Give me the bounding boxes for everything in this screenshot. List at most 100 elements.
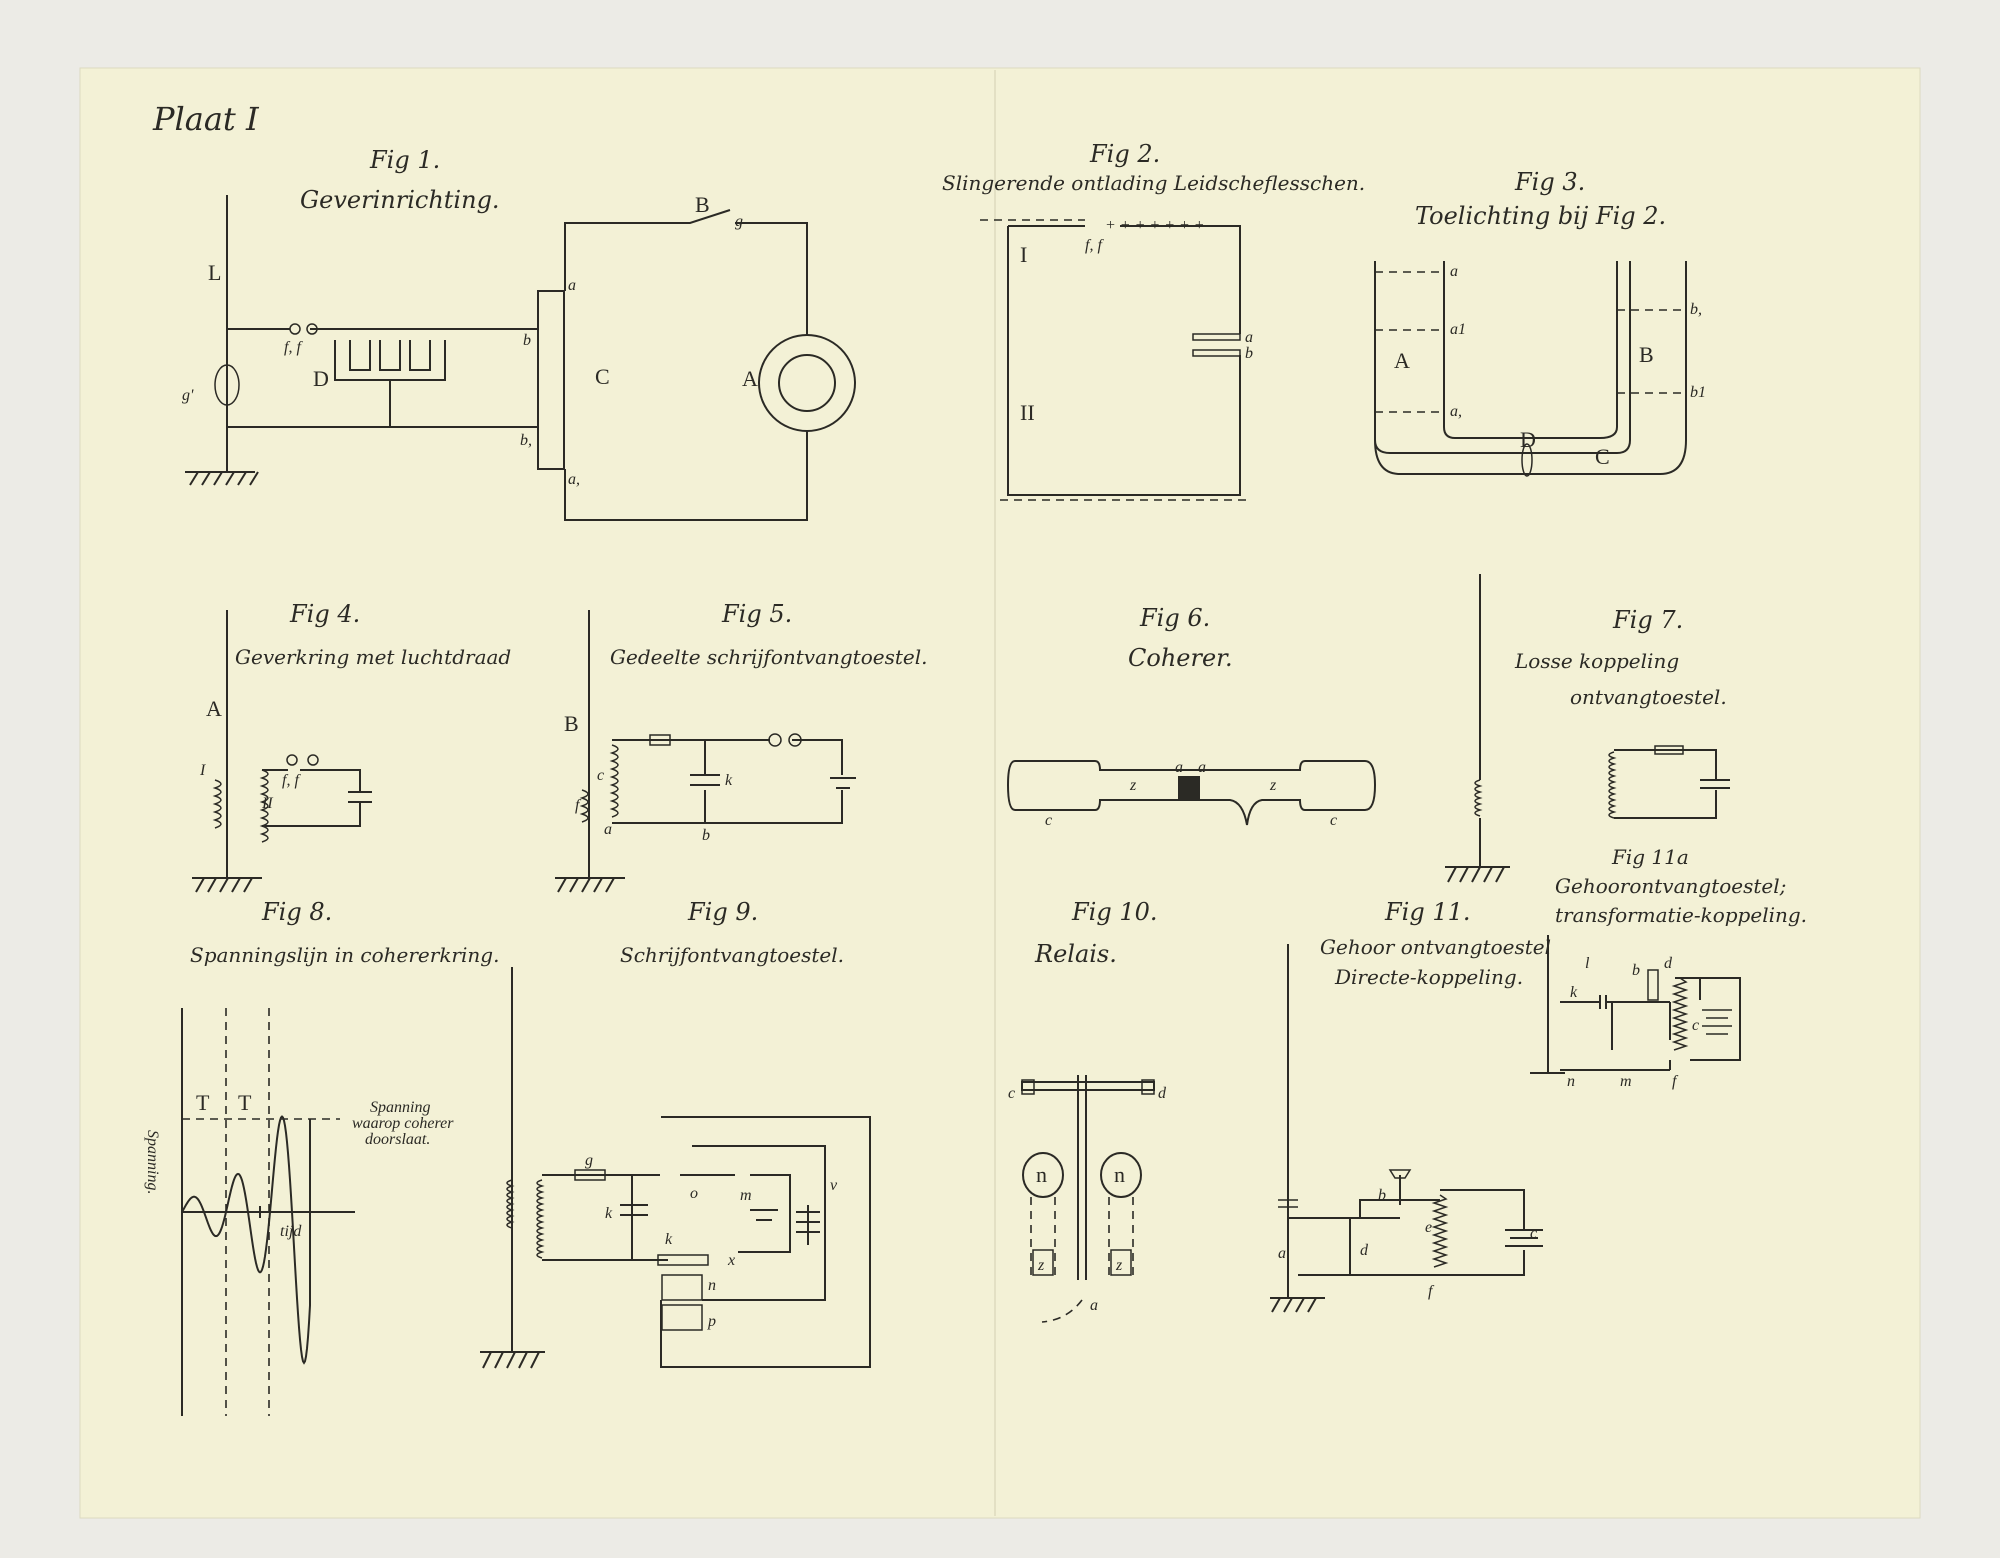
fig5-caption: Gedeelte schrijfontvangtoestel. xyxy=(610,645,928,669)
fig3-number: Fig 3. xyxy=(1514,168,1585,196)
label: c xyxy=(597,767,604,784)
label: g xyxy=(585,1152,593,1169)
label: a, xyxy=(1450,403,1462,420)
label: c xyxy=(1692,1017,1699,1034)
fig7-caption: Losse koppeling xyxy=(1514,649,1679,673)
label: D xyxy=(313,366,329,391)
label: A xyxy=(1394,348,1410,373)
figure-9: Fig 9. Schrijfontvangtoestel. g k o m v … xyxy=(480,898,871,1369)
label: x xyxy=(727,1252,735,1269)
figure-10: Fig 10. Relais. c d n n z z a xyxy=(1008,898,1167,1323)
label: d xyxy=(1664,955,1673,972)
fig4-number: Fig 4. xyxy=(289,600,360,628)
plate-title: Plaat I xyxy=(152,100,260,138)
label: b xyxy=(702,827,710,844)
label: I xyxy=(1020,242,1027,267)
label: c xyxy=(1530,1225,1537,1242)
label: b1 xyxy=(1690,384,1706,401)
figure-5: Fig 5. Gedeelte schrijfontvangtoestel. B… xyxy=(555,600,928,893)
dashed-lines xyxy=(980,219,1250,501)
label: b, xyxy=(520,432,532,449)
label: a xyxy=(568,277,576,294)
figure-8: Fig 8. Spanningslijn in cohererkring. T … xyxy=(144,898,499,1416)
fig10-number: Fig 10. xyxy=(1071,898,1158,926)
label: C xyxy=(595,364,610,389)
wires-right xyxy=(564,209,808,521)
label: f, f xyxy=(282,772,301,789)
label: n xyxy=(1036,1162,1047,1187)
figure-11: Fig 11. Gehoor ontvangtoestel Directe-ko… xyxy=(1270,898,1551,1313)
label: I xyxy=(199,762,206,779)
label: d xyxy=(1158,1085,1167,1102)
label: f, f xyxy=(284,339,303,356)
label: n xyxy=(708,1277,716,1294)
fig5-number: Fig 5. xyxy=(721,600,792,628)
antenna-ground xyxy=(192,610,262,893)
label: k xyxy=(665,1231,673,1248)
voltage-wave xyxy=(181,1115,311,1365)
figure-2: Fig 2. Slingerende ontlading Leidschefle… xyxy=(942,140,1365,501)
fig11a-caption: Gehoorontvangtoestel; xyxy=(1555,874,1786,898)
label: n xyxy=(1114,1162,1125,1187)
label: II xyxy=(261,795,273,812)
label: f xyxy=(1428,1283,1435,1300)
coherer-filings xyxy=(1178,776,1200,800)
label: z xyxy=(1037,1257,1045,1274)
fig3-caption: Toelichting bij Fig 2. xyxy=(1415,202,1666,230)
label: d xyxy=(1360,1242,1369,1259)
label: k xyxy=(725,772,733,789)
label: c xyxy=(1045,812,1052,829)
label: n xyxy=(1567,1073,1575,1090)
fig6-number: Fig 6. xyxy=(1139,604,1210,632)
fig9-caption: Schrijfontvangtoestel. xyxy=(620,943,844,967)
label: b, xyxy=(1690,301,1702,318)
label: g' xyxy=(182,387,194,404)
label: b xyxy=(1245,345,1253,362)
fig10-caption: Relais. xyxy=(1034,940,1117,968)
label: a xyxy=(1245,329,1253,346)
figure-1: Fig 1. Geverinrichting. L B g A C D a b … xyxy=(182,146,856,521)
label: a xyxy=(1090,1297,1098,1314)
label: Spanning xyxy=(370,1099,430,1116)
label: m xyxy=(1620,1073,1632,1090)
label: tijd xyxy=(280,1223,302,1240)
label: b xyxy=(1632,962,1640,979)
label: z xyxy=(1269,777,1277,794)
label: a xyxy=(1450,263,1458,280)
figure-3: Fig 3. Toelichting bij Fig 2. A B C D a … xyxy=(1374,168,1706,477)
fig7-number: Fig 7. xyxy=(1612,606,1683,634)
box-c xyxy=(537,290,565,470)
label: z xyxy=(1115,1257,1123,1274)
label: D xyxy=(1520,427,1536,452)
label: C xyxy=(1595,444,1610,469)
figure-6: Fig 6. Coherer. c c z z a a xyxy=(1006,604,1377,829)
fig8-caption: Spanningslijn in cohererkring. xyxy=(190,943,499,967)
plus-signs: + + + + + + + xyxy=(1105,217,1205,234)
fig4-caption: Geverkring met luchtdraad xyxy=(235,645,511,669)
label: p xyxy=(707,1313,716,1330)
fig11-caption: Gehoor ontvangtoestel xyxy=(1320,935,1551,959)
fig8-number: Fig 8. xyxy=(261,898,332,926)
label: f, f xyxy=(1085,237,1104,254)
figure-11a: Fig 11a Gehoorontvangtoestel; transforma… xyxy=(1530,845,1807,1090)
label: c xyxy=(1008,1085,1015,1102)
paper-sheet xyxy=(79,67,1921,1519)
fig11-caption-2: Directe-koppeling. xyxy=(1334,965,1523,989)
label: doorslaat. xyxy=(365,1131,430,1148)
fig11a-number: Fig 11a xyxy=(1611,845,1689,869)
label: T xyxy=(238,1090,252,1115)
fig2-number: Fig 2. xyxy=(1089,140,1160,168)
fig11a-caption-2: transformatie-koppeling. xyxy=(1555,903,1807,927)
label: k xyxy=(1570,984,1578,1001)
circle-a xyxy=(758,334,856,432)
label: a, xyxy=(568,471,580,488)
label: Spanning. xyxy=(144,1130,161,1194)
fig11-number: Fig 11. xyxy=(1384,898,1471,926)
label: m xyxy=(740,1187,752,1204)
label: l xyxy=(1585,955,1590,972)
label: T xyxy=(196,1090,210,1115)
label: g xyxy=(735,213,743,230)
label: e xyxy=(1425,1219,1432,1236)
fig1-number: Fig 1. xyxy=(369,146,440,174)
label: a xyxy=(1175,759,1183,776)
